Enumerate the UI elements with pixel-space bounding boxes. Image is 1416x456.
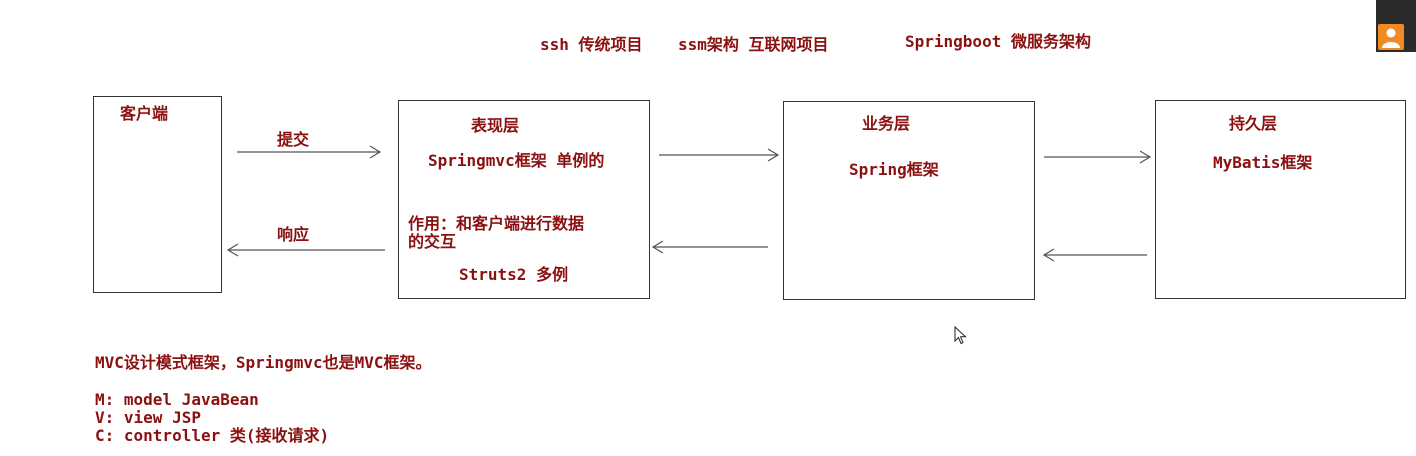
business-box xyxy=(783,101,1035,300)
mvc-model: M: model JavaBean xyxy=(95,390,259,409)
presentation-role-line2: 的交互 xyxy=(408,232,457,251)
arrow-presentation-to-business xyxy=(659,148,780,162)
arrow-client-to-presentation xyxy=(237,145,382,159)
mvc-view: V: view JSP xyxy=(95,408,201,427)
presentation-framework: Springmvc框架 单例的 xyxy=(428,151,605,170)
arrow-business-to-persistence xyxy=(1044,150,1152,164)
client-box xyxy=(93,96,222,293)
business-title: 业务层 xyxy=(862,114,911,133)
submit-label: 提交 xyxy=(277,130,310,149)
presentation-title: 表现层 xyxy=(471,116,520,135)
user-avatar-icon[interactable] xyxy=(1378,24,1404,50)
client-title: 客户端 xyxy=(120,104,169,123)
presentation-box xyxy=(398,100,650,299)
mvc-controller: C: controller 类(接收请求) xyxy=(95,426,330,445)
persistence-framework: MyBatis框架 xyxy=(1213,153,1313,172)
header-ssm: ssm架构 互联网项目 xyxy=(678,35,829,54)
persistence-box xyxy=(1155,100,1406,299)
respond-label: 响应 xyxy=(277,225,310,244)
mouse-pointer-icon xyxy=(954,325,968,350)
presentation-role-line1: 作用：和客户端进行数据 xyxy=(408,214,585,233)
arrow-business-to-presentation xyxy=(651,240,768,254)
business-framework: Spring框架 xyxy=(849,160,939,179)
header-springboot: Springboot 微服务架构 xyxy=(905,32,1091,51)
arrow-persistence-to-business xyxy=(1042,248,1147,262)
presentation-struts: Struts2 多例 xyxy=(459,265,569,284)
header-ssh: ssh 传统项目 xyxy=(540,35,643,54)
arrow-presentation-to-client xyxy=(226,243,385,257)
mvc-intro: MVC设计模式框架，Springmvc也是MVC框架。 xyxy=(95,353,432,372)
persistence-title: 持久层 xyxy=(1229,114,1278,133)
